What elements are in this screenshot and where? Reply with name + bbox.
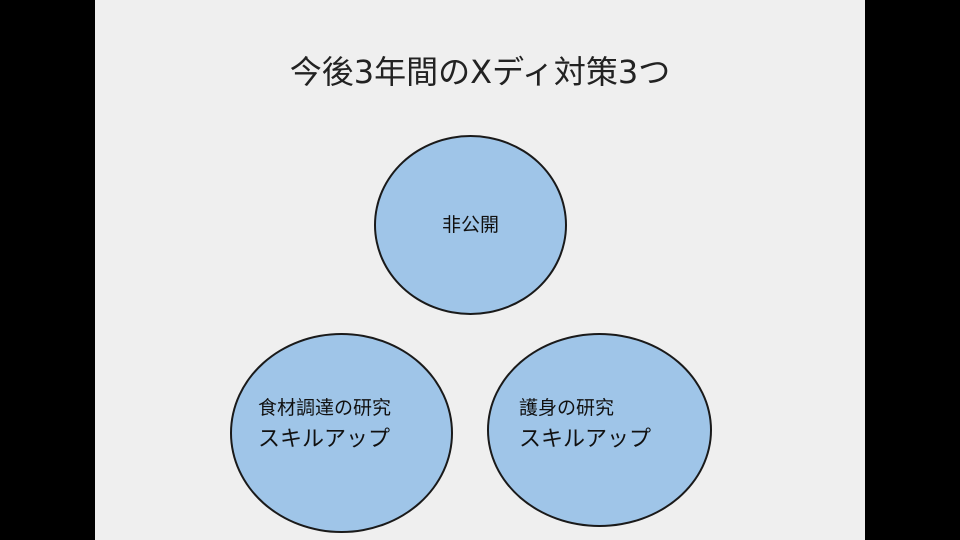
slide-title: 今後3年間のXディ対策3つ (289, 53, 671, 91)
node-label-left: 食材調達の研究 スキルアップ (258, 393, 391, 457)
node-right-line-1: 護身の研究 (519, 397, 615, 419)
circle-node-right: 護身の研究 スキルアップ (487, 333, 712, 527)
node-label-right: 護身の研究 スキルアップ (519, 393, 651, 457)
circle-node-left: 食材調達の研究 スキルアップ (230, 333, 453, 533)
circle-node-top: 非公開 (374, 135, 567, 315)
node-label-top: 非公開 (441, 214, 499, 236)
node-left-line-2: スキルアップ (258, 427, 391, 452)
slide: 今後3年間のXディ対策3つ 非公開 食材調達の研究 スキルアップ 護身の研究 ス… (95, 0, 865, 540)
node-right-line-2: スキルアップ (519, 427, 652, 452)
node-left-line-1: 食材調達の研究 (258, 397, 392, 419)
